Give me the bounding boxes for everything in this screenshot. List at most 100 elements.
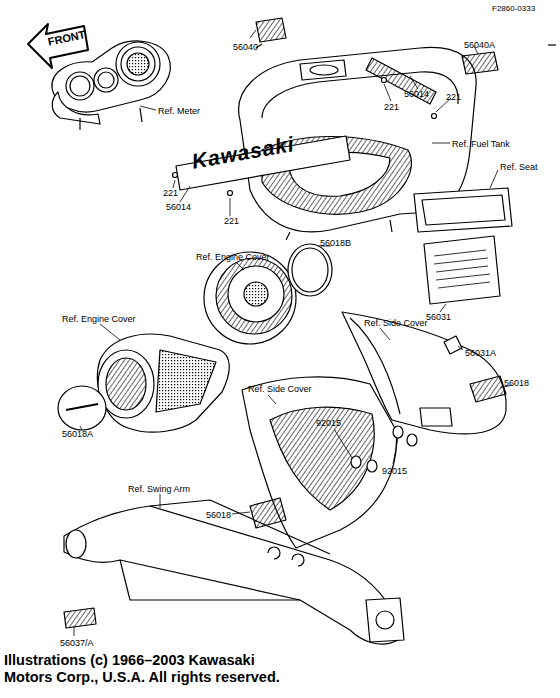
illustration-line xyxy=(236,262,244,270)
part-label: Ref. Side Cover xyxy=(248,384,312,394)
illustration-ellipse xyxy=(310,65,338,75)
callout-number: 56018 xyxy=(504,378,529,388)
illustration-path xyxy=(256,18,286,42)
illustration-line xyxy=(140,106,156,110)
callout-number: 56037/A xyxy=(60,638,94,648)
part-label: Ref. Engine Cover xyxy=(62,314,136,324)
illustration-path xyxy=(424,236,500,304)
illustration-path xyxy=(462,52,498,74)
illustration-ellipse xyxy=(106,358,146,410)
illustration-line xyxy=(393,438,398,464)
illustration-line xyxy=(232,512,250,514)
illustration-path xyxy=(420,408,452,426)
illustration-path xyxy=(242,377,397,548)
illustration-circle xyxy=(216,258,292,334)
illustration-line xyxy=(548,44,556,45)
illustration-line xyxy=(100,324,120,340)
illustration-path xyxy=(98,334,230,432)
illustration-ellipse xyxy=(288,244,332,296)
illustration-line xyxy=(438,282,490,288)
illustration-ellipse xyxy=(367,460,377,472)
callout-number: 56031A xyxy=(465,348,496,358)
illustration-path xyxy=(300,60,346,80)
copyright-caption: Illustrations (c) 1966–2003 Kawasaki Mot… xyxy=(4,652,304,686)
illustration-circle xyxy=(228,266,284,322)
part-label: Ref. Seat xyxy=(500,162,538,172)
illustration-line xyxy=(160,494,161,508)
illustration-line xyxy=(434,250,486,256)
illustration-circle xyxy=(127,53,149,75)
illustration-circle xyxy=(173,173,178,178)
illustration-line xyxy=(434,258,488,264)
illustration-ellipse xyxy=(351,456,361,468)
illustration-path xyxy=(120,560,300,600)
illustration-ellipse xyxy=(292,248,328,292)
illustration-circle xyxy=(432,114,437,119)
illustration-circle xyxy=(98,72,114,88)
illustration-circle xyxy=(121,47,155,81)
callout-number: 56040 xyxy=(233,42,258,52)
part-label: Ref. Side Cover xyxy=(364,318,428,328)
illustration-path xyxy=(28,24,88,68)
illustration-path xyxy=(286,220,392,240)
callout-number: 92015 xyxy=(382,466,407,476)
illustration-line xyxy=(250,30,256,38)
illustration-line xyxy=(436,274,490,280)
illustration-path xyxy=(270,407,374,510)
illustration-circle xyxy=(244,282,268,306)
callout-number: 221 xyxy=(163,188,178,198)
illustration-path xyxy=(52,41,170,112)
illustration-line xyxy=(432,143,450,144)
illustration-circle xyxy=(376,611,394,629)
illustration-path xyxy=(156,350,216,412)
part-label: Ref. Meter xyxy=(158,106,200,116)
illustration-path xyxy=(262,72,458,118)
illustration-line xyxy=(66,404,98,410)
illustration-circle xyxy=(116,42,160,86)
illustration-path xyxy=(444,336,462,354)
part-label: F2860-0333 xyxy=(492,4,535,14)
illustration-ellipse xyxy=(58,386,106,430)
callout-number: 56031 xyxy=(426,312,451,322)
illustration-line xyxy=(140,108,142,122)
illustration-circle xyxy=(204,252,296,344)
illustration-path xyxy=(414,188,512,232)
illustration-circle xyxy=(382,78,387,83)
illustration-line xyxy=(173,180,175,188)
illustration-line xyxy=(410,76,418,89)
illustration-ellipse xyxy=(66,530,86,558)
illustration-line xyxy=(458,346,463,350)
callout-number: 221 xyxy=(446,92,461,102)
illustration-path xyxy=(150,500,330,554)
illustration-line xyxy=(440,304,446,312)
callout-number: 56018 xyxy=(206,510,231,520)
illustration-path xyxy=(64,608,96,628)
illustration-line xyxy=(180,186,190,202)
illustration-line xyxy=(334,429,352,458)
illustration-path xyxy=(470,376,506,402)
illustration-line xyxy=(384,84,391,101)
illustration-path xyxy=(422,195,505,225)
callout-number: 56014 xyxy=(166,202,191,212)
part-label: Ref. Fuel Tank xyxy=(452,139,510,149)
illustration-circle xyxy=(228,191,233,196)
illustration-line xyxy=(74,626,75,636)
illustration-path xyxy=(64,506,398,644)
illustration-path xyxy=(268,547,304,566)
callout-number: 92015 xyxy=(316,418,341,428)
callout-number: 56018B xyxy=(320,238,351,248)
illustration-line xyxy=(268,395,276,404)
illustration-ellipse xyxy=(393,426,403,438)
callout-number: 56040A xyxy=(464,40,495,50)
callout-number: 56018A xyxy=(62,429,93,439)
illustration-path xyxy=(366,58,436,104)
illustration-line xyxy=(380,328,390,340)
illustration-path xyxy=(366,598,404,642)
part-label: Ref. Engine Cover xyxy=(196,252,270,262)
part-label: Ref. Swing Arm xyxy=(128,484,190,494)
callout-number: 221 xyxy=(224,216,239,226)
illustration-path xyxy=(250,498,286,528)
illustration-g xyxy=(28,18,556,644)
illustration-line xyxy=(490,170,498,188)
